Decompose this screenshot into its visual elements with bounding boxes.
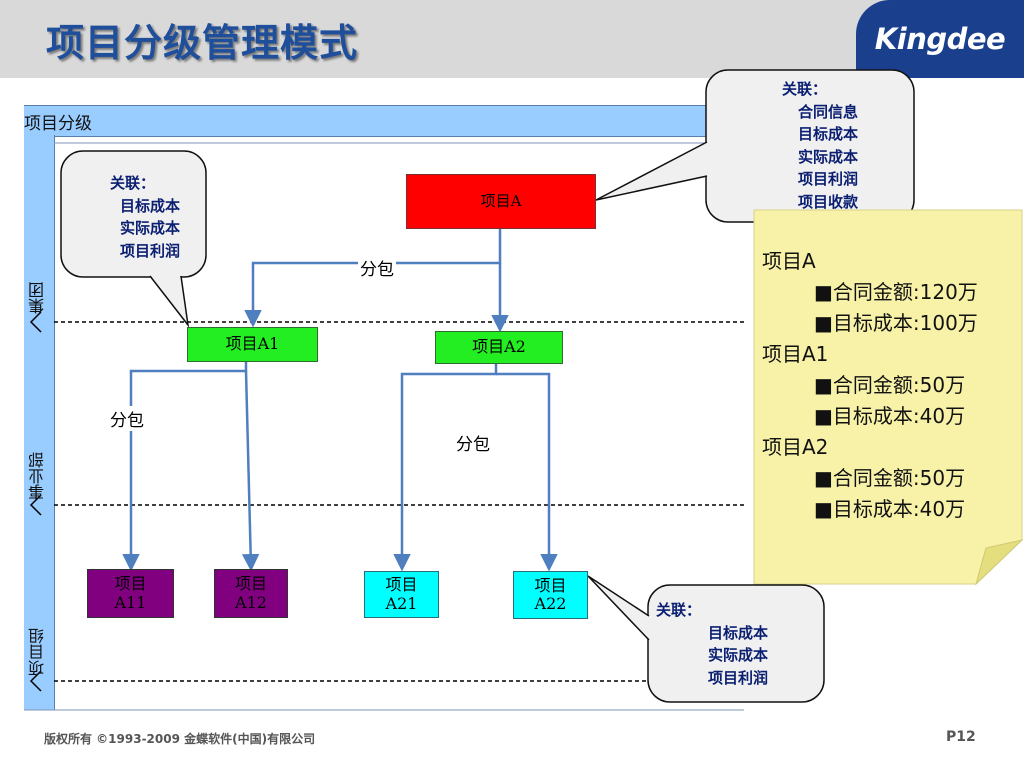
edge-label-subcontract: 分包 bbox=[108, 406, 146, 431]
callout-line: 项目收款 bbox=[798, 192, 859, 211]
node-label: 项目A2 bbox=[472, 337, 526, 357]
lane-label-group: 集团 bbox=[28, 282, 47, 314]
note-line: ■合同金额:50万 bbox=[814, 466, 966, 490]
callout-line: 目标成本 bbox=[120, 196, 181, 215]
page-title: 项目分级管理模式 bbox=[46, 21, 359, 65]
connector-a1-a12 bbox=[241, 370, 260, 572]
logo-text: Kingdee bbox=[874, 22, 1006, 56]
node-label-line: A11 bbox=[114, 592, 147, 612]
node-project-a12[interactable]: 项目 A12 bbox=[214, 569, 288, 618]
node-project-a21[interactable]: 项目 A21 bbox=[364, 571, 439, 618]
connector-a1-a11 bbox=[122, 362, 248, 572]
kingdee-logo: Kingdee bbox=[856, 0, 1024, 78]
note-line: 项目A1 bbox=[762, 342, 829, 366]
callout-line: 合同信息 bbox=[798, 102, 859, 121]
note-line: ■目标成本:40万 bbox=[814, 497, 966, 521]
node-label-line: 项目 bbox=[234, 574, 267, 594]
edge-label-subcontract: 分包 bbox=[454, 430, 492, 455]
note-line: 项目A bbox=[762, 249, 816, 273]
node-project-a2[interactable]: 项目A2 bbox=[435, 331, 563, 364]
callout-line: 项目利润 bbox=[120, 241, 181, 260]
note-line: 项目A2 bbox=[762, 435, 829, 459]
note-line: ■合同金额:50万 bbox=[814, 373, 966, 397]
node-project-a[interactable]: 项目A bbox=[406, 174, 596, 229]
note-fold bbox=[975, 539, 1024, 586]
callout-line: 实际成本 bbox=[120, 219, 181, 237]
callout-line: 目标成本 bbox=[798, 125, 859, 143]
callout-left-shape bbox=[60, 150, 207, 278]
callout-line: 目标成本 bbox=[708, 623, 769, 642]
connector-a2-a22 bbox=[496, 372, 558, 572]
callout-top-right: 关联： 合同信息 目标成本 实际成本 项目利润 项目收款 bbox=[782, 78, 858, 213]
node-label-line: 项目 bbox=[385, 575, 418, 595]
node-project-a22[interactable]: 项目 A22 bbox=[513, 571, 588, 619]
note-line: ■目标成本:100万 bbox=[814, 311, 978, 335]
lane-header-bar bbox=[24, 105, 744, 137]
lane-chevron-division bbox=[29, 494, 42, 516]
callout-line: 关联： bbox=[656, 601, 702, 619]
node-label-line: A12 bbox=[235, 592, 267, 612]
node-project-a1[interactable]: 项目A1 bbox=[187, 327, 318, 362]
note-line: ■合同金额:120万 bbox=[814, 280, 978, 304]
node-label: 项目A1 bbox=[225, 334, 280, 354]
page-number: P12 bbox=[946, 729, 976, 745]
lane-chevron-group bbox=[29, 311, 42, 333]
lane-header-label: 项目分级 bbox=[24, 114, 92, 134]
node-label-line: 项目 bbox=[114, 574, 147, 594]
node-label-line: A22 bbox=[534, 594, 567, 613]
callout-line: 项目利润 bbox=[798, 170, 859, 188]
callout-line: 实际成本 bbox=[708, 646, 769, 664]
node-label-line: A21 bbox=[385, 593, 418, 613]
edge-label-subcontract: 分包 bbox=[358, 255, 396, 280]
callout-left: 关联： 目标成本 实际成本 项目利润 bbox=[110, 172, 180, 262]
callout-line: 实际成本 bbox=[798, 147, 859, 166]
header-bar bbox=[0, 0, 1024, 78]
callout-line: 关联： bbox=[110, 174, 156, 192]
note-line: ■目标成本:40万 bbox=[814, 404, 966, 428]
callout-line: 项目利润 bbox=[708, 668, 769, 687]
lane-label-project-team: 项目组 bbox=[28, 628, 47, 676]
footer-copyright: 版权所有 ©1993-2009 金蝶软件(中国)有限公司 bbox=[44, 732, 316, 746]
lane-label-band bbox=[24, 135, 55, 710]
note-content: 项目A ■合同金额:120万 ■目标成本:100万 项目A1 ■合同金额:50万… bbox=[762, 246, 978, 525]
node-label-line: 项目 bbox=[534, 575, 567, 595]
callout-bottom-right: 关联： 目标成本 实际成本 项目利润 bbox=[656, 599, 768, 689]
callout-line: 关联： bbox=[782, 80, 828, 98]
connector-a2-a21 bbox=[393, 364, 498, 572]
node-label: 项目A bbox=[480, 191, 522, 210]
callout-bottom-right-shape bbox=[647, 584, 825, 703]
node-project-a11[interactable]: 项目 A11 bbox=[87, 569, 174, 618]
lane-label-division: 事业部 bbox=[28, 452, 47, 500]
lane-chevron-team bbox=[29, 670, 42, 692]
